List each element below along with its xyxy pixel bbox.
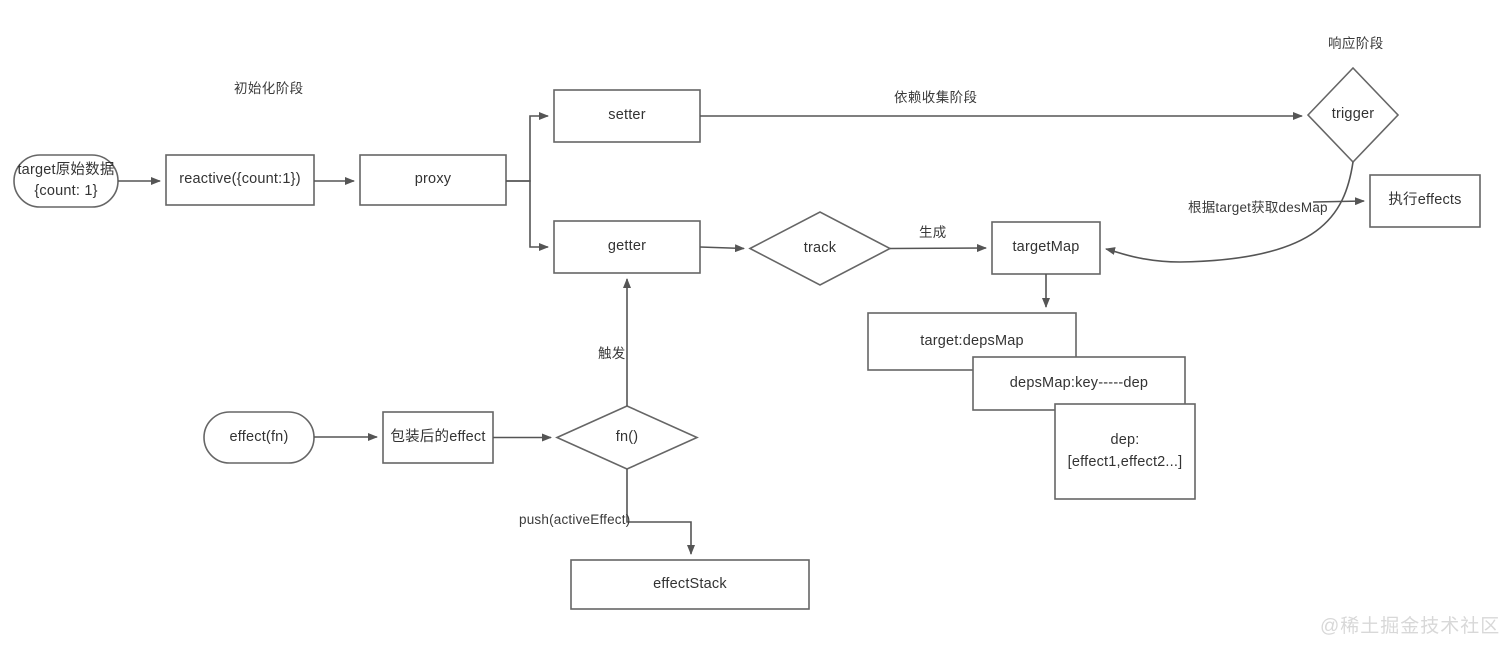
node-getter-shape	[553, 220, 701, 274]
edge-trigger-to-targetmap	[1105, 161, 1354, 263]
node-run-effects-shape	[1369, 174, 1481, 228]
edge-getter-to-track	[699, 244, 745, 253]
node-targetmap-shape	[991, 221, 1101, 275]
watermark: @稀土掘金技术社区	[1320, 616, 1501, 637]
node-effect-stack-shape	[570, 559, 810, 610]
node-wrapped-effect-shape	[382, 411, 494, 464]
node-target-shape	[13, 154, 119, 208]
node-track-shape	[748, 211, 892, 286]
phase-label-response: 响应阶段	[1328, 36, 1384, 51]
node-trigger-shape	[1306, 66, 1400, 164]
edge-label-get-depsmap: 根据target获取desMap	[1188, 200, 1328, 215]
edge-trigger-to-runeffects	[1312, 197, 1365, 206]
edge-proxy-to-setter	[506, 112, 549, 182]
node-proxy-shape	[359, 154, 507, 206]
phase-label-init: 初始化阶段	[234, 81, 304, 96]
node-fn-call-shape	[555, 405, 699, 470]
edge-fncall-to-effectstack	[626, 469, 695, 555]
edge-label-generate: 生成	[919, 225, 947, 240]
edge-label-push-active-effect: push(activeEffect)	[519, 512, 631, 527]
node-reactive-shape	[165, 154, 315, 206]
edge-proxy-to-getter	[506, 180, 549, 251]
node-dep-shape	[1054, 403, 1196, 500]
node-setter-shape	[553, 89, 701, 143]
edge-track-to-targetmap	[889, 244, 987, 253]
phase-label-collect: 依赖收集阶段	[894, 90, 978, 105]
node-effect-fn-shape	[203, 411, 315, 464]
node-depsmap-key-shape	[972, 356, 1186, 411]
edge-label-trigger-cn: 触发	[598, 346, 626, 361]
